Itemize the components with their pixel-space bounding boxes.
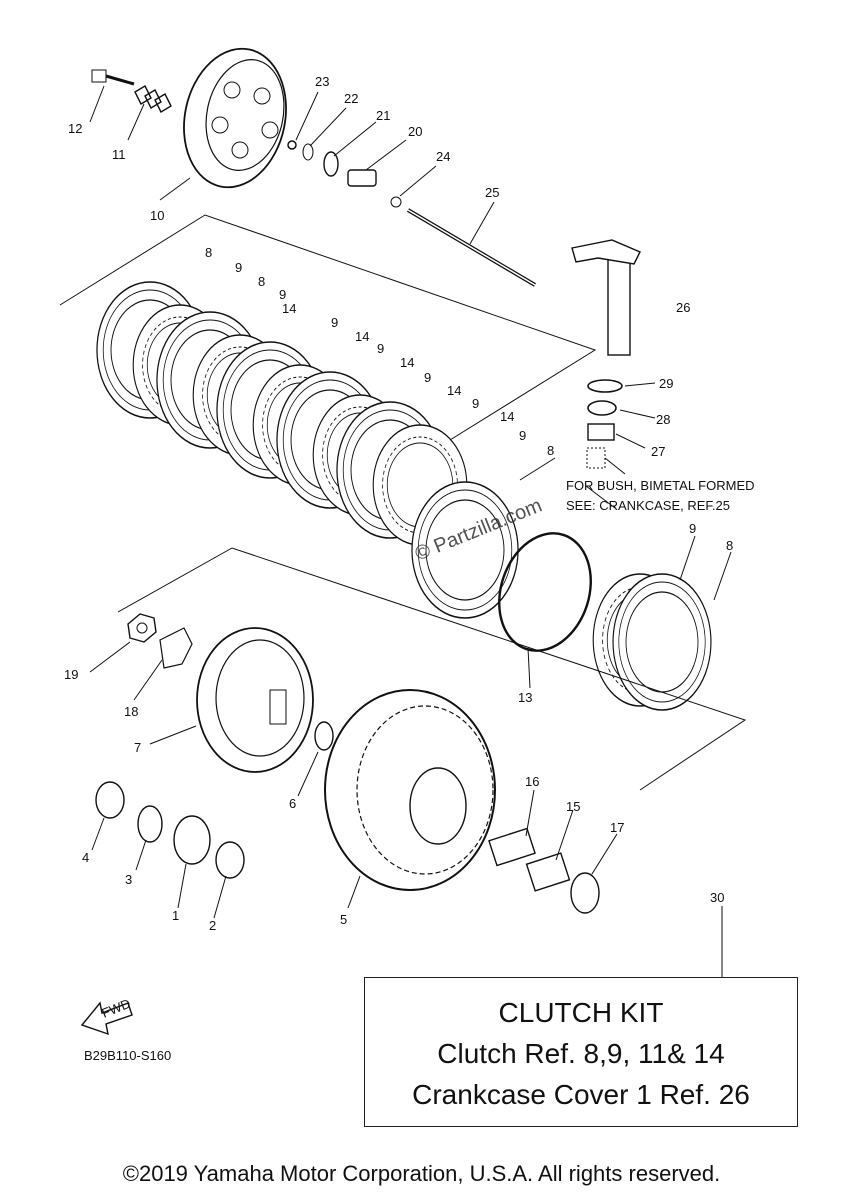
callout-8d: 8 [726, 538, 733, 553]
callout-17: 17 [610, 820, 624, 835]
callout-7: 7 [134, 740, 141, 755]
callout-4: 4 [82, 850, 89, 865]
callout-29: 29 [659, 376, 673, 391]
bush-note-line2: SEE: CRANKCASE, REF.25 [566, 498, 730, 513]
clutch-spring [134, 85, 172, 113]
callout-15: 15 [566, 799, 580, 814]
push-rod [406, 208, 537, 287]
callout-24: 24 [436, 149, 450, 164]
callout-3: 3 [125, 872, 132, 887]
callout-8c: 8 [547, 443, 554, 458]
lock-nut [127, 613, 157, 643]
callout-9g: 9 [519, 428, 526, 443]
callout-1: 1 [172, 908, 179, 923]
callout-8b: 8 [258, 274, 265, 289]
callout-2: 2 [209, 918, 216, 933]
callout-14b: 14 [355, 329, 369, 344]
callout-27: 27 [651, 444, 665, 459]
callout-10: 10 [150, 208, 164, 223]
thrust-washer [314, 721, 334, 751]
callout-28: 28 [656, 412, 670, 427]
clutch-kit-title: CLUTCH KIT [498, 997, 664, 1028]
callout-labels: 1 2 3 4 5 6 7 8 8 8 8 9 9 9 9 9 9 9 9 10… [64, 74, 733, 933]
wire-ring [498, 532, 592, 652]
callout-14d: 14 [447, 383, 461, 398]
bush-note: FOR BUSH, BIMETAL FORMED SEE: CRANKCASE,… [566, 476, 755, 516]
clutch-kit-box: CLUTCH KIT Clutch Ref. 8,9, 11& 14 Crank… [364, 977, 798, 1127]
callout-6: 6 [289, 796, 296, 811]
spring-bolt [91, 69, 135, 86]
diagram-code: B29B110-S160 [84, 1048, 172, 1063]
pressure-plate [183, 47, 287, 189]
callout-16: 16 [525, 774, 539, 789]
fwd-arrow-icon: FWD [80, 996, 133, 1036]
callout-9b: 9 [279, 287, 286, 302]
callout-9c: 9 [331, 315, 338, 330]
clutch-kit-line2: Clutch Ref. 8,9, 11& 14 [437, 1038, 725, 1069]
small-push-parts [287, 140, 402, 208]
callout-14c: 14 [400, 355, 414, 370]
callout-11: 11 [112, 147, 126, 162]
callout-9d: 9 [377, 341, 384, 356]
spacer-bearing-washer [488, 827, 600, 914]
callout-23: 23 [315, 74, 329, 89]
callout-25: 25 [485, 185, 499, 200]
callout-9e: 9 [424, 370, 431, 385]
callout-19: 19 [64, 667, 78, 682]
callout-12: 12 [68, 121, 82, 136]
callout-21: 21 [376, 108, 390, 123]
callout-8a: 8 [205, 245, 212, 260]
callout-20: 20 [408, 124, 422, 139]
bush-note-line1: FOR BUSH, BIMETAL FORMED [566, 478, 755, 493]
callout-14a: 14 [282, 301, 296, 316]
drive-gear-group [95, 781, 245, 879]
push-lever-shaft [571, 239, 641, 356]
callout-9a: 9 [235, 260, 242, 275]
primary-driven-gear [324, 689, 496, 891]
callout-18: 18 [124, 704, 138, 719]
seal-bearing-parts [586, 379, 623, 469]
callout-14e: 14 [500, 409, 514, 424]
callout-5: 5 [340, 912, 347, 927]
copyright-footer: ©2019 Yamaha Motor Corporation, U.S.A. A… [122, 1161, 721, 1186]
lock-washer [159, 627, 193, 669]
callout-26: 26 [676, 300, 690, 315]
clutch-plate-stack [96, 281, 519, 619]
callout-9h: 9 [689, 521, 696, 536]
clutch-boss [196, 627, 314, 773]
clutch-kit-line3: Crankcase Cover 1 Ref. 26 [412, 1079, 750, 1110]
leader-lines [89, 85, 732, 977]
callout-9f: 9 [472, 396, 479, 411]
callout-22: 22 [344, 91, 358, 106]
callout-13: 13 [518, 690, 532, 705]
callout-30: 30 [710, 890, 724, 905]
